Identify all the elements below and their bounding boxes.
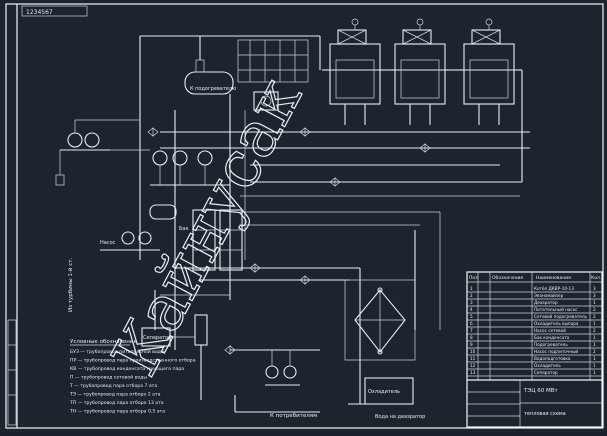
separator-label: Сепаратор xyxy=(143,335,171,341)
title-block: Поз. Обозначение Наименование Кол. 1 Котё… xyxy=(466,271,603,428)
tb-row-name: Охладитель xyxy=(534,363,561,368)
tb-head-qty: Кол. xyxy=(591,275,601,281)
tb-row-qty: 1 xyxy=(593,321,596,326)
boiler-1 xyxy=(322,18,388,125)
heaters-group xyxy=(150,150,230,186)
legend-row: БУЗ — трубопровод питательной воды xyxy=(70,348,165,355)
lower-pumps xyxy=(230,349,320,413)
tb-row-qty: 2 xyxy=(593,328,596,333)
route-from-turbine: Из турбины 1-й ст. xyxy=(67,258,74,312)
tb-row-name: Подогреватель xyxy=(534,342,568,347)
tb-row-qty: 1 xyxy=(593,335,596,340)
tb-row-qty: 3 xyxy=(593,286,596,291)
deaerator-drum xyxy=(184,36,234,95)
legend-row: П — трубопровод сетевой воды xyxy=(70,374,147,381)
tb-subtitle: тепловая схема xyxy=(524,411,566,417)
legend-row: ТЭ — трубопровод пара отбора 2 ата xyxy=(69,392,161,398)
header-box-text: 1234567 xyxy=(26,9,53,16)
tb-row-pos: 1 xyxy=(470,286,473,291)
tb-row-qty: 1 xyxy=(593,342,596,347)
tb-row-name: Экономайзер xyxy=(534,293,564,298)
route-to-deaerator: Вода на деаэратор xyxy=(375,414,425,420)
tb-row-name: Насос подпиточный xyxy=(534,349,578,354)
boiler-2 xyxy=(388,18,452,125)
watermark: Кайнусак xyxy=(99,66,317,387)
condensate-tank: Бак xyxy=(149,204,189,232)
tb-row-qty: 1 xyxy=(593,363,596,368)
tb-row-pos: 4 xyxy=(470,307,473,312)
legend-row: ПР — трубопровод пара производственного … xyxy=(70,358,196,364)
tb-row-qty: 1 xyxy=(593,370,596,375)
tb-head-designation: Обозначение xyxy=(492,275,523,281)
cooler-label: Охладитель xyxy=(368,389,400,395)
tb-row-pos: 6 xyxy=(470,321,473,326)
side-stamp-box xyxy=(7,319,17,426)
legend-title: Условные обозначения xyxy=(70,339,137,345)
tb-row-name: Котёл ДКВР-10-13 xyxy=(534,286,574,291)
legend-row: ТП — трубопровод пара отбора 13 ата xyxy=(69,400,164,406)
tb-row-qty: 2 xyxy=(593,307,596,312)
pump-unit-label: Насос xyxy=(100,240,116,246)
sheet-frame xyxy=(5,3,604,429)
tb-row-qty: 2 xyxy=(593,349,596,354)
cooler-box: Охладитель xyxy=(348,355,414,405)
tb-row-name: Водоподготовка xyxy=(534,356,571,361)
regulator-bridge xyxy=(344,279,416,361)
tb-row-pos: 12 xyxy=(470,363,476,368)
tb-row-name: Деаэратор xyxy=(534,300,558,305)
tb-row-pos: 13 xyxy=(470,370,476,375)
separator-unit: Сепаратор xyxy=(141,314,208,400)
tb-row-name: Питательный насос xyxy=(534,307,578,312)
valve-symbols xyxy=(147,127,431,355)
route-to-consumers: К потребителям xyxy=(270,413,317,419)
tb-row-pos: 9 xyxy=(470,342,473,347)
pump-pair: Насос xyxy=(100,231,160,251)
tb-row-pos: 2 xyxy=(470,293,473,298)
tb-row-pos: 5 xyxy=(470,314,473,319)
legend-row: Т — трубопровод пара отбора 7 ата xyxy=(69,383,157,389)
tb-row-pos: 7 xyxy=(470,328,473,333)
boiler-3 xyxy=(452,18,522,125)
tank-label: Бак xyxy=(179,226,189,232)
tb-row-name: Насос сетевой xyxy=(534,328,566,333)
tb-head-name: Наименование xyxy=(536,275,571,281)
legend: Условные обозначения БУЗ — трубопровод п… xyxy=(69,339,196,415)
header-box xyxy=(21,5,88,17)
tb-row-name: Охладитель выпара xyxy=(534,321,579,326)
tb-row-pos: 11 xyxy=(470,356,476,361)
tb-row-qty: 1 xyxy=(593,300,596,305)
tb-row-name: Сетевой подогреватель xyxy=(534,314,588,319)
valve-cluster xyxy=(237,39,309,111)
tb-drawing-code: ТЭЦ 60 МВт xyxy=(523,388,558,394)
network-heaters xyxy=(192,209,243,271)
tb-row-qty: 2 xyxy=(593,314,596,319)
tb-row-qty: 1 xyxy=(593,356,596,361)
legend-row: ТН — трубопровод пара отбора 0,5 ата xyxy=(69,409,165,415)
tb-row-pos: 10 xyxy=(470,349,476,354)
tb-row-qty: 3 xyxy=(593,293,596,298)
tb-row-pos: 8 xyxy=(470,335,473,340)
legend-row: КВ — трубопровод конденсата греющего пар… xyxy=(70,366,184,372)
tb-row-pos: 3 xyxy=(470,300,473,305)
route-to-heaters: К подогревателю xyxy=(190,86,236,92)
tb-head-pos: Поз. xyxy=(469,275,479,281)
tb-row-name: Сепаратор xyxy=(534,370,558,375)
tb-row-name: Бак конденсата xyxy=(534,335,570,340)
circulation-pumps xyxy=(55,119,150,186)
